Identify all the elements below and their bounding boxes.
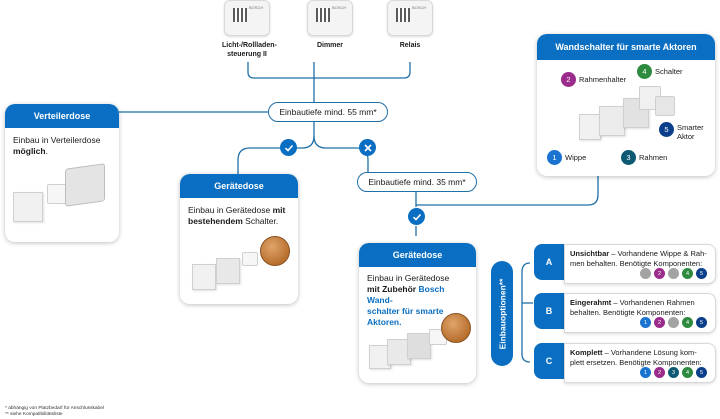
product-device-image: BOSCH — [224, 0, 270, 36]
part-label-rahmenhalter: Rahmenhalter — [579, 75, 627, 84]
card-verteilerdose: Verteilerdose Einbau in Verteilerdose mö… — [5, 104, 119, 242]
card-title: Gerätedose — [180, 174, 298, 198]
option-text: Unsichtbar – Vorhandene Wippe & Rah-men … — [570, 249, 707, 268]
pill-depth-35: Einbautiefe mind. 35 mm* — [357, 172, 477, 192]
component-dot-5: 5 — [696, 268, 707, 279]
part-label-wippe: Wippe — [565, 153, 587, 162]
einbauoptionen-tab: Einbauoptionen** — [491, 261, 513, 366]
product-licht-rollladen: BOSCH Licht-/Rollladen-steuerung II — [222, 0, 277, 59]
card-text: Einbau in Gerätedose mit bestehendem Sch… — [188, 205, 286, 226]
component-dot-unused — [640, 268, 651, 279]
card-geraetedose-bestehend: Gerätedose Einbau in Gerätedose mit best… — [180, 174, 298, 304]
option-letter-a: A — [534, 244, 564, 280]
part-label-rahmen: Rahmen — [639, 153, 668, 162]
component-dot-unused — [668, 317, 679, 328]
part-badge-5: 5 — [659, 122, 674, 137]
card-text: Einbau in Gerätedose mit Zubehör Bosch W… — [367, 273, 450, 327]
component-dot-1: 1 — [640, 317, 651, 328]
component-dot-5: 5 — [696, 317, 707, 328]
option-c: Komplett – Vorhandene Lösung kom-plett e… — [564, 343, 716, 383]
part-badge-2: 2 — [561, 72, 576, 87]
part-badge-4: 4 — [637, 64, 652, 79]
product-label: Relais — [399, 42, 421, 49]
component-dot-2: 2 — [654, 317, 665, 328]
product-dimmer: BOSCH Dimmer — [305, 0, 355, 50]
card-title: Wandschalter für smarte Aktoren — [537, 34, 715, 60]
component-dot-3: 3 — [668, 367, 679, 378]
product-label: Licht-/Rollladen-steuerung II — [222, 42, 277, 58]
part-badge-3: 3 — [621, 150, 636, 165]
check-icon — [280, 139, 297, 156]
card-wandschalter: Wandschalter für smarte Aktoren 2 Rahmen… — [537, 34, 715, 176]
product-label: Dimmer — [316, 42, 344, 49]
option-letter-c: C — [534, 343, 564, 379]
footnote-1: * abhängig von Platzbedarf für Anschluss… — [5, 406, 104, 411]
check-icon — [408, 208, 425, 225]
component-dot-1: 1 — [640, 367, 651, 378]
footnote-2: ** siehe Kompatibilitätsliste — [5, 412, 63, 417]
option-components: 2 4 5 — [640, 268, 707, 279]
component-dot-5: 5 — [696, 367, 707, 378]
product-relais: BOSCH Relais — [385, 0, 435, 50]
option-components: 1 2 3 4 5 — [640, 367, 707, 378]
product-device-image: BOSCH — [307, 0, 353, 36]
pill-depth-55: Einbautiefe mind. 55 mm* — [268, 102, 388, 122]
component-dot-4: 4 — [682, 317, 693, 328]
card-title: Verteilerdose — [5, 104, 119, 128]
component-dot-4: 4 — [682, 367, 693, 378]
component-dot-unused — [668, 268, 679, 279]
card-geraetedose-zubehoer: Gerätedose Einbau in Gerätedose mit Zube… — [359, 243, 476, 383]
cross-icon — [359, 139, 376, 156]
component-dot-2: 2 — [654, 268, 665, 279]
component-dot-2: 2 — [654, 367, 665, 378]
component-dot-4: 4 — [682, 268, 693, 279]
card-title: Gerätedose — [359, 243, 476, 267]
part-label-schalter: Schalter — [655, 67, 683, 76]
card-text: Einbau in Verteilerdose möglich. — [13, 135, 101, 156]
product-device-image: BOSCH — [387, 0, 433, 36]
option-text: Komplett – Vorhandene Lösung kom-plett e… — [570, 348, 702, 367]
link-wandschalter: schalter für smarte Aktoren — [367, 306, 444, 327]
option-letter-b: B — [534, 293, 564, 329]
option-a: Unsichtbar – Vorhandene Wippe & Rah-men … — [564, 244, 716, 284]
option-components: 1 2 4 5 — [640, 317, 707, 328]
part-badge-1: 1 — [547, 150, 562, 165]
